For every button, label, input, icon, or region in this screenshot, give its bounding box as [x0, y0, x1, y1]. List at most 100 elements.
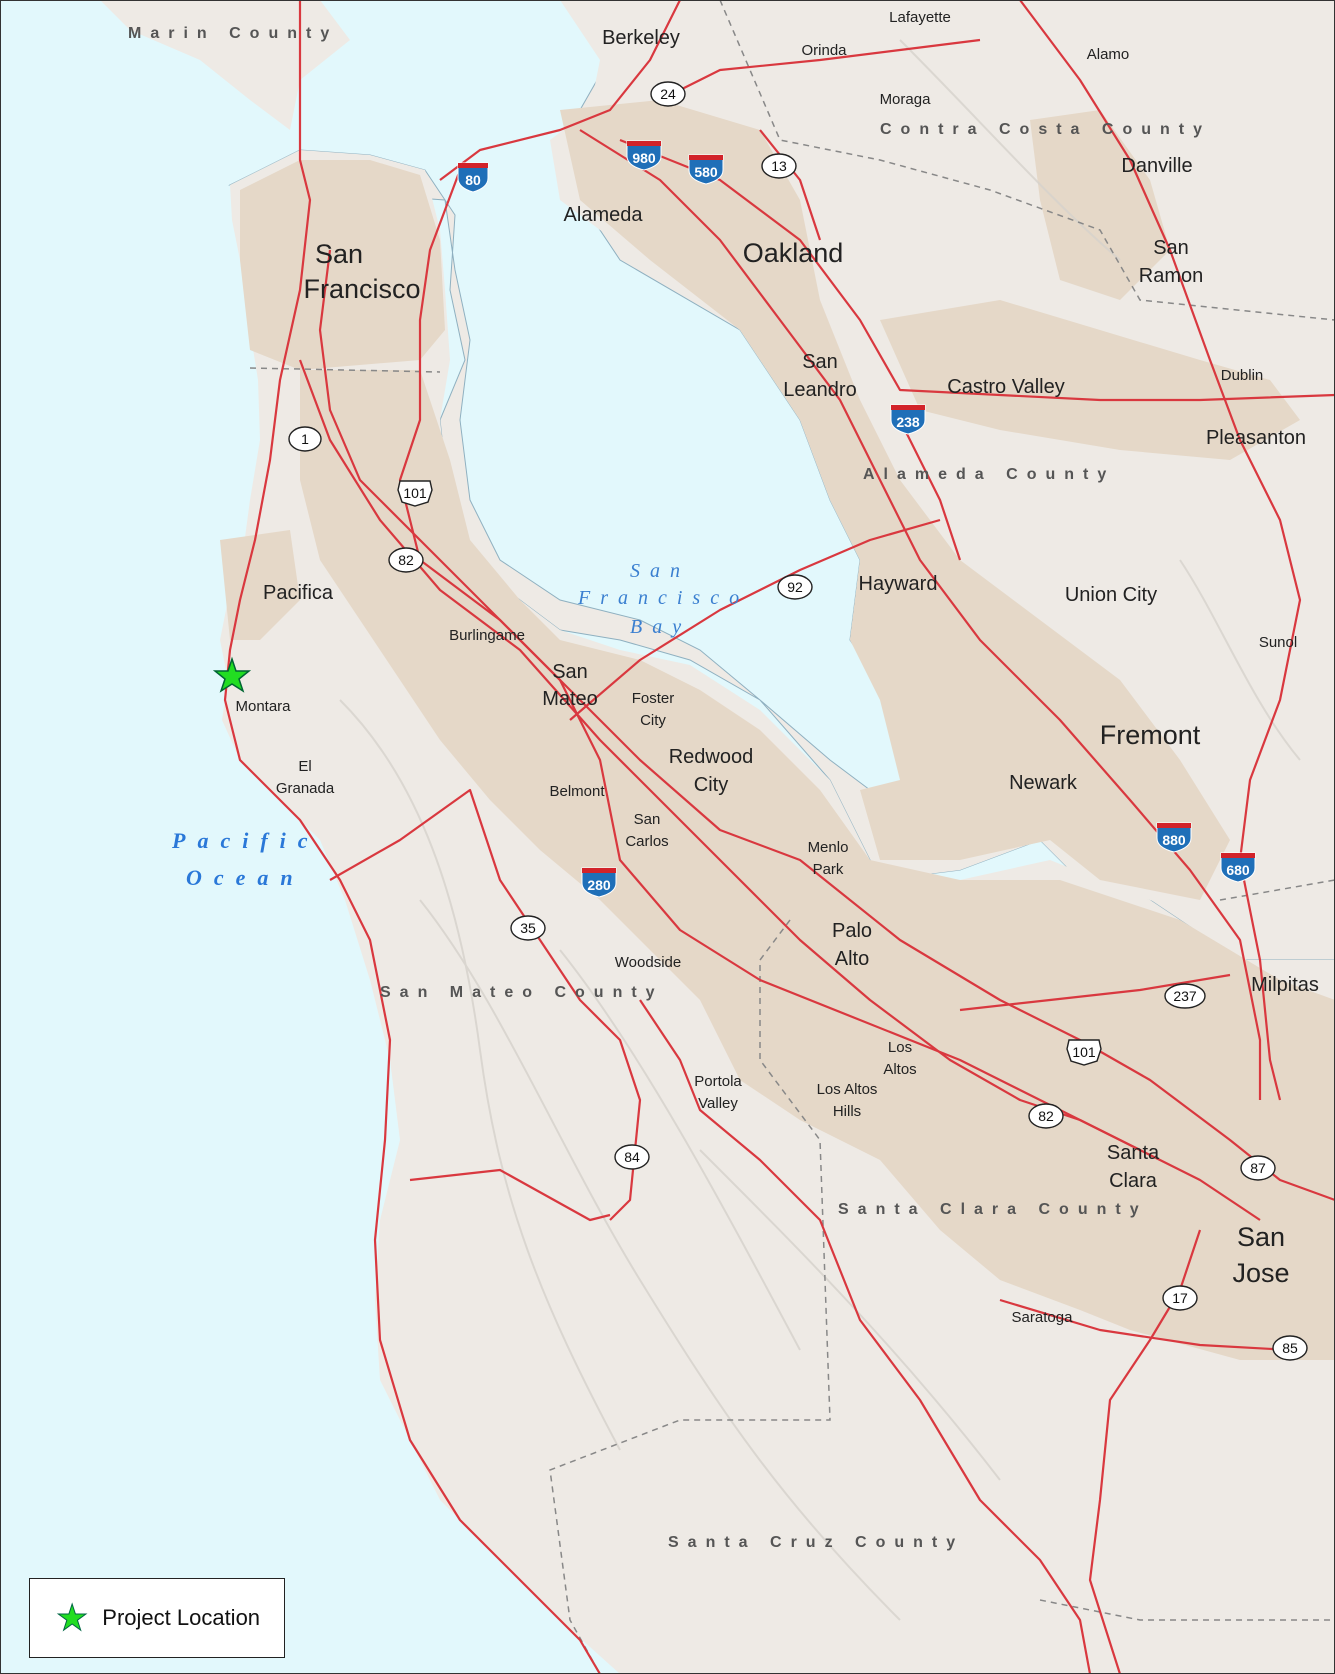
- i-580: [619, 138, 1335, 402]
- svg-text:87: 87: [1250, 1160, 1266, 1176]
- roads: [223, 0, 1335, 1674]
- city-label-milpitas: Milpitas: [1251, 974, 1319, 996]
- svg-text:82: 82: [398, 552, 414, 568]
- city-label-portola-valley-1: Portola: [694, 1073, 742, 1090]
- marin-land: [100, 0, 350, 130]
- route-shield-82-north: 82: [388, 547, 424, 573]
- legend-label-project-location: Project Location: [102, 1605, 261, 1630]
- city-label-castro-valley: Castro Valley: [947, 376, 1064, 398]
- city-label-saratoga: Saratoga: [1012, 1309, 1074, 1326]
- svg-text:35: 35: [520, 920, 536, 936]
- i-280: [318, 249, 1261, 1221]
- city-label-union-city: Union City: [1065, 584, 1157, 606]
- city-label-danville: Danville: [1121, 155, 1192, 177]
- city-label-newark: Newark: [1009, 772, 1078, 794]
- city-label-redwood-city-2: City: [694, 774, 728, 796]
- sr-82: [298, 359, 1141, 1151]
- city-label-san-ramon-1: San: [1153, 237, 1189, 259]
- city-label-foster-city-1: Foster: [632, 690, 675, 707]
- city-label-lafayette: Lafayette: [889, 9, 951, 26]
- svg-text:82: 82: [1038, 1108, 1054, 1124]
- county-label-contra-costa: Contra Costa County: [880, 121, 1211, 138]
- city-label-los-altos-hills-1: Los Altos: [817, 1081, 878, 1098]
- svg-text:980: 980: [632, 150, 656, 166]
- svg-text:680: 680: [1226, 862, 1250, 878]
- svg-text:101: 101: [403, 485, 427, 501]
- city-label-montara: Montara: [235, 698, 291, 715]
- city-label-san-francisco-2: Francisco: [303, 274, 420, 304]
- interstate-shield-980: 980: [626, 140, 662, 171]
- us-101: [398, 169, 1335, 1202]
- route-shield-35: 35: [510, 915, 546, 941]
- county-label-marin: Marin County: [128, 25, 338, 42]
- sr-92: [569, 518, 941, 721]
- interstate-shield-280: 280: [581, 867, 617, 898]
- city-label-oakland: Oakland: [743, 238, 844, 268]
- ocean-label-line-1: Pacific: [171, 828, 320, 853]
- route-shield-101-south: 101: [1066, 1039, 1102, 1066]
- sr-85: [999, 1298, 1291, 1352]
- city-label-pacifica: Pacifica: [263, 582, 334, 604]
- sr-13: [759, 129, 822, 241]
- svg-text:880: 880: [1162, 832, 1186, 848]
- sr-84: [639, 999, 1092, 1674]
- city-label-hayward: Hayward: [859, 573, 938, 595]
- route-shield-92: 92: [777, 574, 813, 600]
- county-label-san-mateo: San Mateo County: [380, 984, 664, 1001]
- city-label-san-francisco-1: San: [315, 239, 363, 269]
- sr-35-b: [409, 1168, 611, 1222]
- svg-text:237: 237: [1173, 988, 1197, 1004]
- route-shield-82-south: 82: [1028, 1103, 1064, 1129]
- svg-text:580: 580: [694, 164, 718, 180]
- svg-text:80: 80: [465, 172, 481, 188]
- city-label-san-mateo-2: Mateo: [542, 688, 598, 710]
- svg-text:280: 280: [587, 877, 611, 893]
- terrain-ridges: [339, 39, 1301, 1621]
- i-880: [579, 129, 1262, 1100]
- interstate-shield-80: 80: [457, 162, 489, 193]
- interstate-shield-580: 580: [688, 154, 724, 185]
- city-label-belmont: Belmont: [549, 783, 605, 800]
- interstate-shields: 80 980 580 238 280 880: [457, 140, 1256, 898]
- city-label-palo-alto-2: Alto: [835, 948, 869, 970]
- county-label-santa-cruz: Santa Cruz County: [668, 1534, 964, 1551]
- svg-text:24: 24: [660, 86, 676, 102]
- bay-label-line-1: San: [630, 560, 690, 582]
- city-label-pleasanton: Pleasanton: [1206, 427, 1306, 449]
- bay-label-line-2: Francisco: [577, 587, 749, 609]
- svg-text:1: 1: [301, 431, 309, 447]
- county-boundaries: [249, 0, 1335, 1674]
- city-label-burlingame: Burlingame: [449, 627, 525, 644]
- svg-text:17: 17: [1172, 1290, 1188, 1306]
- highway-1: [223, 0, 601, 1674]
- city-label-san-ramon-2: Ramon: [1139, 265, 1203, 287]
- city-label-foster-city-2: City: [640, 712, 666, 729]
- svg-text:92: 92: [787, 579, 803, 595]
- route-shield-237: 237: [1164, 983, 1206, 1009]
- city-label-los-altos-2: Altos: [883, 1061, 916, 1078]
- city-label-portola-valley-2: Valley: [698, 1095, 738, 1112]
- svg-text:101: 101: [1072, 1044, 1096, 1060]
- city-label-fremont: Fremont: [1100, 720, 1201, 750]
- interstate-shield-880: 880: [1156, 822, 1192, 853]
- city-label-san-jose-2: Jose: [1232, 1258, 1289, 1288]
- city-label-santa-clara-2: Clara: [1109, 1170, 1158, 1192]
- county-label-santa-clara: Santa Clara County: [838, 1201, 1148, 1218]
- sr-24: [659, 38, 981, 101]
- interstate-shield-238: 238: [890, 404, 926, 435]
- city-label-santa-clara-1: Santa: [1107, 1142, 1160, 1164]
- i-680: [1019, 0, 1302, 1101]
- urban-areas: [220, 100, 1335, 1360]
- city-label-el-granada-1: El: [298, 758, 311, 775]
- city-label-dublin: Dublin: [1221, 367, 1264, 384]
- city-label-el-granada-2: Granada: [276, 780, 335, 797]
- route-shield-13: 13: [761, 153, 797, 179]
- route-shield-1: 1: [288, 426, 322, 452]
- green-star-icon: ★: [55, 1597, 89, 1638]
- svg-text:85: 85: [1282, 1340, 1298, 1356]
- city-label-sunol: Sunol: [1259, 634, 1297, 651]
- project-location-marker[interactable]: [212, 656, 252, 693]
- svg-text:84: 84: [624, 1149, 640, 1165]
- county-label-alameda: Alameda County: [863, 466, 1115, 483]
